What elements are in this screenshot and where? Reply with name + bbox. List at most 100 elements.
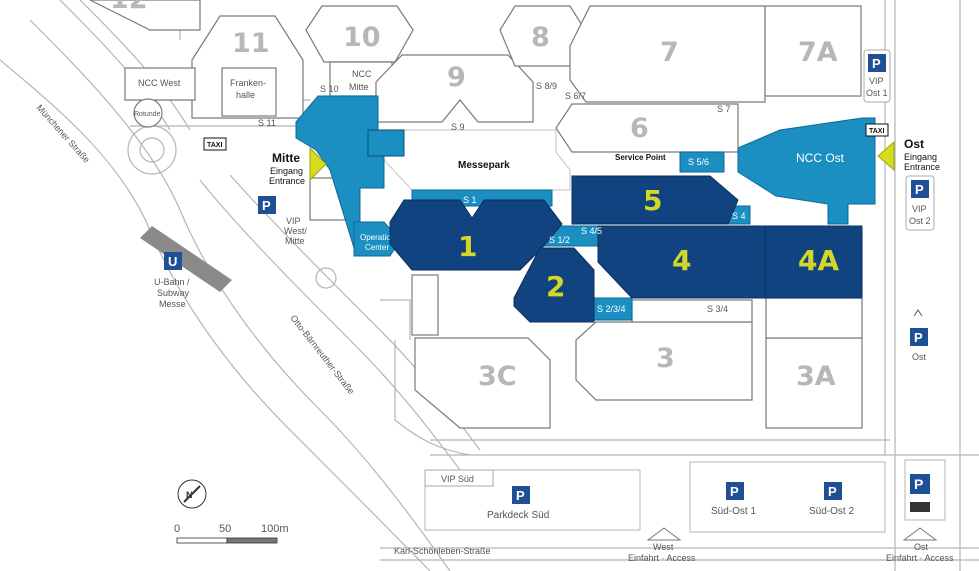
access-ost-label-1: Ost [914,542,929,552]
parking-icon [868,54,886,72]
hall-9-number: 9 [447,62,466,93]
ubahn-station[interactable]: U U-Bahn / Subway Messe [140,226,232,309]
hall-10-number: 10 [343,22,381,53]
access-west-label-1: West [653,542,674,552]
parking-symbol: P [872,56,881,71]
hall-6-outline [555,103,739,153]
scale-100: 100m [261,523,289,535]
taxi-west-icon: TAXI [207,142,222,149]
hall-2-number: 2 [546,270,565,303]
hall-1-outline [389,199,563,271]
passage-s34-label: S 3/4 [707,304,728,314]
hall-5-number: 5 [643,184,662,217]
hall-8-number: 8 [531,22,550,53]
ncc-ost-label: NCC Ost [796,151,845,165]
vip-ost1-label-1: VIP [869,76,884,86]
vip-ost1-label-2: Ost 1 [866,88,888,98]
parking-symbol: P [914,476,923,492]
parking-vip-west[interactable]: P VIP West/ Mitte [258,196,307,246]
rotunde-label: Rotunde [134,111,161,118]
parkdeck-sued-label: Parkdeck Süd [487,510,549,521]
north-label: N [186,490,193,500]
hall-3a-number: 3A [796,361,836,392]
passage-s9-label: S 9 [451,122,465,132]
hall-4-outline [597,225,766,299]
operation-center-label-2: Center [365,243,389,252]
hall-4a-outline [764,225,863,299]
white-halls: 12 11 Franken- halle NCC West Rotunde 10… [89,0,863,429]
passage-s56-label: S 5/6 [688,157,709,167]
parking-deck-sued[interactable]: P Parkdeck Süd [487,486,549,521]
access-west[interactable]: West Einfahrt · Access [628,527,696,563]
entrance-mitte-sub2: Entrance [269,176,305,186]
hall-7-number: 7 [660,37,679,68]
entrance-mitte-arrow-icon [309,146,327,182]
passage-s1-mitte-label-2: Mitte [370,205,390,215]
sued-ost-1-label: Süd-Ost 1 [711,506,756,517]
parking-bus[interactable]: P [910,474,930,512]
parking-vip-sued[interactable]: VIP Süd [424,469,494,487]
vip-sued-label: VIP Süd [441,474,474,484]
scale-0: 0 [174,523,180,535]
hall-9-outline [375,54,534,123]
ncc-mitte-foyer [295,95,385,249]
parking-icon [911,180,929,198]
entrance-ost-arrow-icon [877,140,895,172]
ncc-ost-building [737,117,876,225]
passage-s11-label: S 11 [258,118,276,128]
sued-ost-2-label: Süd-Ost 2 [809,506,854,517]
ubahn-label-3: Messe [159,299,186,309]
parking-symbol: P [262,198,271,213]
parking-sued-ost-1[interactable]: P Süd-Ost 1 [711,482,756,517]
vip-ost2-label-1: VIP [912,204,927,214]
subway-symbol: U [168,254,177,269]
parking-vip-ost2[interactable]: P VIP Ost 2 [905,175,935,231]
vip-west-label-2: West/ [284,226,307,236]
hall-5-outline [571,175,739,225]
ncc-west-label: NCC West [138,78,181,88]
entrance-mitte-title: Mitte [272,151,300,165]
frankenhalle-outline [221,67,277,117]
chevron-up-icon [913,309,923,317]
ncc-mitte-label-2: Mitte [349,82,369,92]
hall-4a-number: 4A [798,244,839,277]
vip-west-label-1: VIP [286,216,301,226]
parking-symbol: P [516,488,525,503]
hall-3c-number: 3C [478,361,517,392]
hall-7a-outline [764,5,862,97]
frankenhalle-label-1: Franken- [230,78,266,88]
vip-ost2-label-2: Ost 2 [909,216,931,226]
parking-vip-ost1[interactable]: P VIP Ost 1 [863,49,891,103]
passage-s12-label: S 1/2 [549,235,570,245]
passage-s67-label: S 6/7 [565,91,586,101]
passage-s234-label: S 2/3/4 [597,304,626,314]
passage-s45-label: S 4/5 [581,226,602,236]
parking-ost-label: Ost [912,352,927,362]
parking-symbol: P [915,182,924,197]
entrance-mitte[interactable]: Mitte Eingang Entrance [269,146,327,186]
hall-2-outline [513,247,595,323]
taxi-ost-icon: TAXI [869,128,884,135]
taxi-ost: TAXI [865,123,889,137]
passage-s7-label: S 7 [717,104,731,114]
dark-blue-halls: 1 2 5 4 4A [389,175,863,323]
ubahn-label-2: Subway [157,288,190,298]
hall-12-number: 12 [110,0,148,15]
access-west-arrow-icon [646,527,682,541]
entrance-ost-sub2: Entrance [904,162,940,172]
passage-s4-label: S 4 [732,211,746,221]
parkdeck-icon [512,486,530,504]
service-point-label: Service Point [615,153,666,162]
entrance-ost[interactable]: Ost Eingang Entrance [877,137,940,172]
scale-50: 50 [219,523,231,535]
parking-sued-ost-2[interactable]: P Süd-Ost 2 [809,482,854,517]
access-ost-arrow-icon [902,527,938,541]
hall-7a-number: 7A [798,37,838,68]
access-ost[interactable]: Ost Einfahrt · Access [886,527,954,563]
passage-s1-label: S 1 [463,195,477,205]
vip-west-label-3: Mitte [285,236,305,246]
parking-ost[interactable]: P Ost [910,309,928,362]
passage-labels: S 10 S 11 S 8/9 S 6/7 S 9 S 7 S 1 S 1 Mi… [258,81,746,314]
hall-1-number: 1 [458,230,477,263]
parking-icon [726,482,744,500]
